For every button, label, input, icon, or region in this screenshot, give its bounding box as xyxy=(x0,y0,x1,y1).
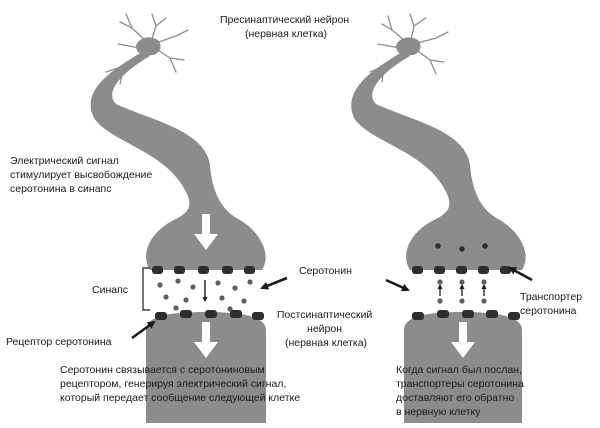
arrow-pointer-icon xyxy=(508,266,533,282)
left-postsynaptic-neuron xyxy=(146,312,266,423)
right-presynaptic-terminal xyxy=(351,52,526,270)
right-neuron-soma xyxy=(396,37,421,56)
serotonin-label: Серотонин xyxy=(299,265,352,277)
electric-signal-line: серотонина в синапс xyxy=(10,183,111,195)
caption-left-line: рецептором, генерируя электрический сигн… xyxy=(60,378,286,390)
transporter-line: серотонина xyxy=(520,305,577,317)
caption-left: Серотонин связывается с серотониновым ре… xyxy=(60,364,300,404)
arrow-pointer-icon xyxy=(131,320,156,340)
caption-right-line: в нервную клетку xyxy=(396,406,481,418)
caption-right-line: транспортеры серотонина xyxy=(396,378,524,390)
left-panel xyxy=(90,13,288,423)
electric-signal-label: Электрический сигнал стимулирует высвобо… xyxy=(10,155,155,195)
transporter-line: Транспортер xyxy=(520,291,582,303)
postsynaptic-line: (нервная клетка) xyxy=(285,337,367,349)
postsynaptic-line: нейрон xyxy=(307,323,342,335)
arrow-down-icon xyxy=(194,322,218,358)
right-postsynaptic-receptors xyxy=(412,310,520,320)
caption-right-line: Когда сигнал был послан, xyxy=(396,364,522,376)
right-postsynaptic-neuron xyxy=(404,312,522,423)
presynaptic-title-line: (нервная клетка) xyxy=(245,28,327,40)
transporter-label: Транспортер серотонина xyxy=(520,291,585,317)
presynaptic-title-line: Пресинаптический нейрон xyxy=(220,14,349,26)
left-serotonin-molecules xyxy=(157,278,253,312)
right-panel xyxy=(351,13,533,423)
postsynaptic-line: Постсинаптический xyxy=(277,309,372,321)
left-postsynaptic-receptors xyxy=(155,310,264,320)
arrow-pointer-icon xyxy=(260,276,288,290)
synapse-label: Синапс xyxy=(92,284,128,296)
right-terminal-serotonin xyxy=(435,243,488,252)
arrow-down-icon xyxy=(451,322,475,358)
caption-left-line: Серотонин связывается с серотониновым xyxy=(60,364,265,376)
receptor-label: Рецептор серотонина xyxy=(6,336,112,348)
synapse-bracket xyxy=(142,267,150,311)
left-presynaptic-terminal xyxy=(90,52,266,270)
postsynaptic-label: Постсинаптический нейрон (нервная клетка… xyxy=(277,309,375,349)
left-neuron-soma xyxy=(136,37,161,56)
caption-left-line: который передает сообщение следующей кле… xyxy=(60,392,300,404)
electric-signal-line: Электрический сигнал xyxy=(10,155,119,167)
caption-right: Когда сигнал был послан, транспортеры се… xyxy=(396,364,527,418)
presynaptic-title: Пресинаптический нейрон (нервная клетка) xyxy=(220,14,352,40)
caption-right-line: доставляют его обратно xyxy=(396,392,514,404)
electric-signal-line: стимулирует высвобождение xyxy=(10,169,152,181)
arrow-pointer-icon xyxy=(385,278,410,292)
arrow-down-icon xyxy=(194,214,218,250)
left-presynaptic-bumps xyxy=(152,266,255,274)
right-reuptake xyxy=(437,279,487,304)
